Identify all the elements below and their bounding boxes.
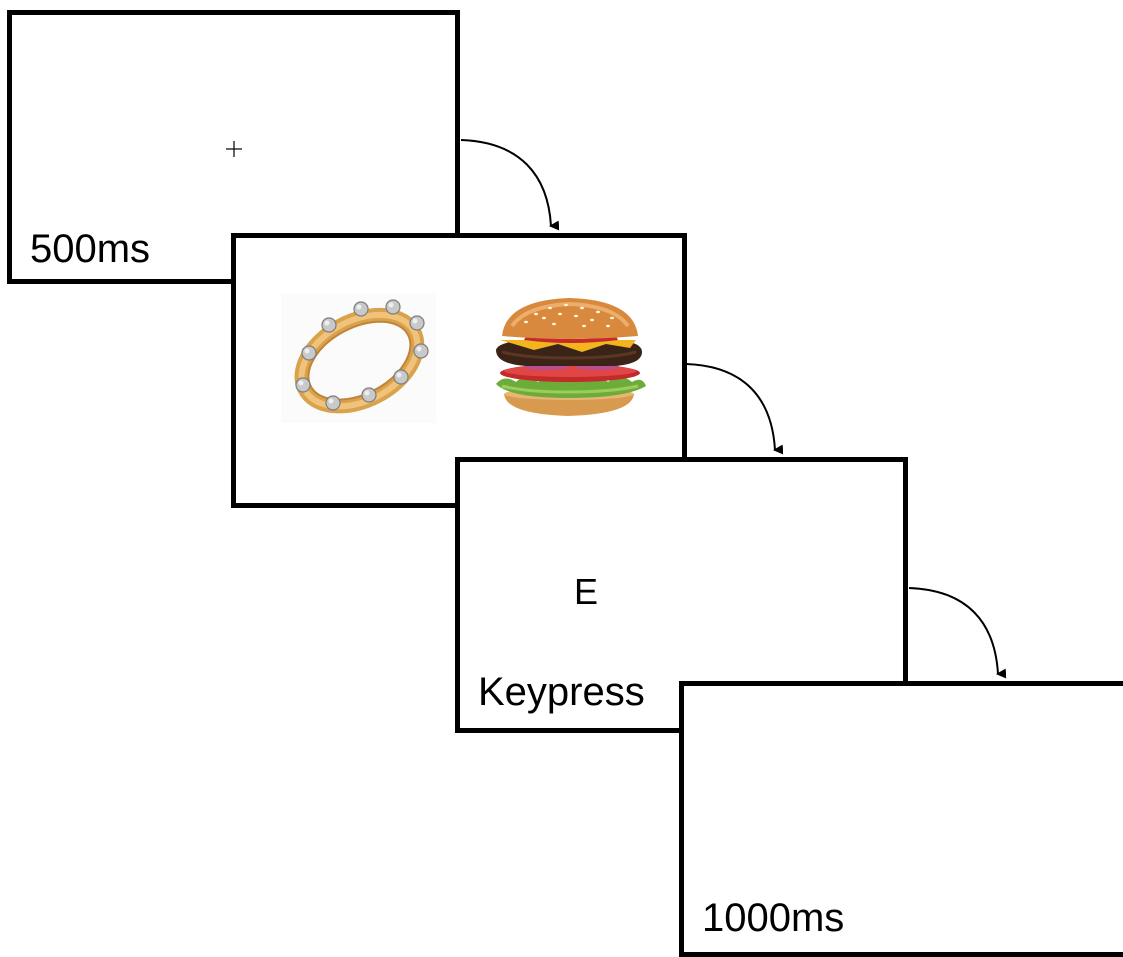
response-label: Keypress xyxy=(478,670,645,714)
blank-frame: 1000ms xyxy=(679,681,1123,957)
arrow-2-icon xyxy=(685,363,784,455)
arrow-3-icon xyxy=(908,587,1007,679)
response-letter: E xyxy=(574,571,599,612)
blank-duration-label: 1000ms xyxy=(702,896,845,940)
burger-image xyxy=(496,298,646,416)
fixation-cross-icon xyxy=(226,141,242,157)
arrow-1-icon xyxy=(460,139,560,231)
tambourine-image xyxy=(281,293,436,423)
fixation-duration-label: 500ms xyxy=(30,227,151,271)
